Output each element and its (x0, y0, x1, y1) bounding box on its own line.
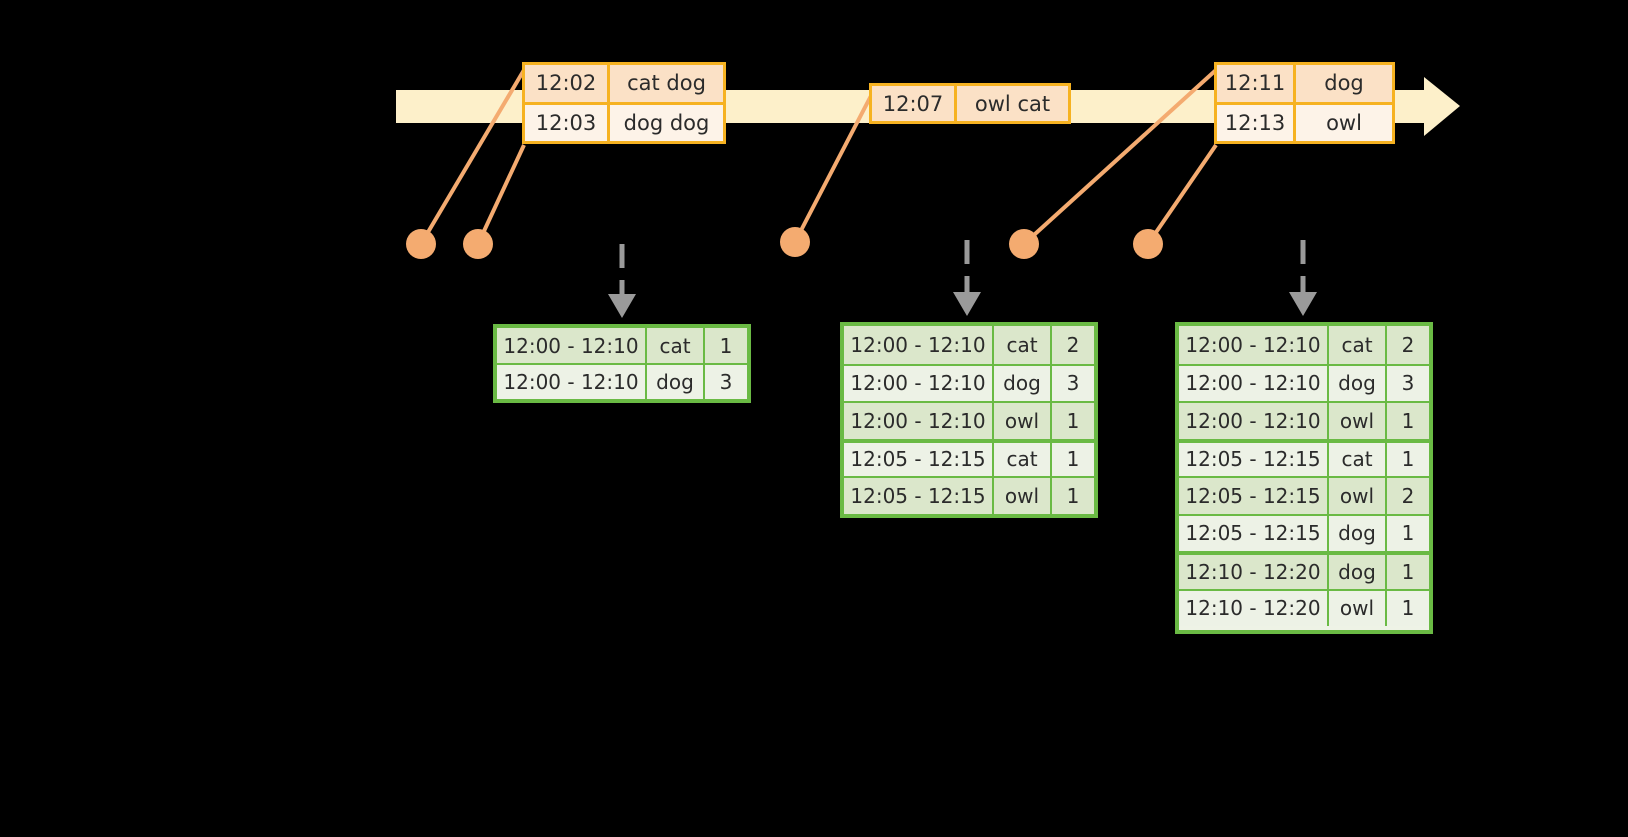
event-row[interactable]: 12:13 owl (1217, 101, 1392, 141)
count-cell: 3 (719, 370, 733, 395)
event-words: owl cat (974, 91, 1051, 116)
event-dot-4 (1009, 229, 1039, 259)
window-cell: 12:05 - 12:15 (1179, 442, 1329, 476)
word-cell: cat (1329, 326, 1387, 364)
word-cell: cat (647, 328, 705, 364)
word-cell: owl (994, 403, 1052, 439)
count-cell: 1 (1401, 447, 1415, 472)
event-dot-1 (406, 229, 436, 259)
window-cell: 12:05 - 12:15 (1179, 478, 1329, 514)
table-row[interactable]: 12:00 - 12:10 cat 2 (844, 326, 1094, 364)
table-row[interactable]: 12:05 - 12:15 owl 2 (1179, 476, 1429, 514)
event-row[interactable]: 12:11 dog (1217, 65, 1392, 102)
window-cell: 12:00 - 12:10 (1179, 365, 1329, 401)
event-row[interactable]: 12:02 cat dog (525, 65, 723, 102)
table-row[interactable]: 12:00 - 12:10 dog 3 (497, 363, 747, 399)
word-cell: cat (1329, 442, 1387, 476)
dashed-arrow-3-head (1289, 292, 1317, 316)
window-cell: 12:05 - 12:15 (844, 442, 994, 476)
window-cell: 12:00 - 12:10 (1179, 403, 1329, 439)
count-cell: 1 (1401, 408, 1415, 433)
window-cell: 12:10 - 12:20 (1179, 555, 1329, 589)
event-time: 12:07 (872, 86, 957, 121)
word-cell: dog (1329, 515, 1387, 551)
event-words: dog (1324, 71, 1364, 96)
count-cell: 2 (1066, 332, 1080, 357)
event-dot-2 (463, 229, 493, 259)
word-cell: cat (994, 326, 1052, 364)
window-cell: 12:00 - 12:10 (1179, 326, 1329, 364)
word-cell: owl (1329, 403, 1387, 439)
count-cell: 1 (1066, 408, 1080, 433)
word-cell: dog (994, 365, 1052, 401)
count-cell: 1 (1401, 521, 1415, 546)
event-dot-5 (1133, 229, 1163, 259)
window-cell: 12:00 - 12:10 (844, 403, 994, 439)
event-words: cat dog (627, 71, 706, 96)
window-cell: 12:10 - 12:20 (1179, 590, 1329, 626)
table-row[interactable]: 12:10 - 12:20 dog 1 (1179, 551, 1429, 589)
event-row[interactable]: 12:03 dog dog (525, 101, 723, 141)
table-row[interactable]: 12:05 - 12:15 cat 1 (844, 438, 1094, 476)
dashed-arrow-2-head (953, 292, 981, 316)
event-words: owl (1326, 110, 1362, 135)
table-row[interactable]: 12:00 - 12:10 dog 3 (844, 363, 1094, 401)
count-cell: 1 (1066, 447, 1080, 472)
count-cell: 1 (1401, 596, 1415, 621)
word-cell: owl (1329, 478, 1387, 514)
table-row[interactable]: 12:00 - 12:10 dog 3 (1179, 363, 1429, 401)
connector-line-2 (476, 144, 526, 245)
word-cell: cat (994, 442, 1052, 476)
result-table-3[interactable]: 12:00 - 12:10 cat 2 12:00 - 12:10 dog 3 … (1175, 322, 1433, 634)
result-table-1[interactable]: 12:00 - 12:10 cat 1 12:00 - 12:10 dog 3 (493, 324, 751, 403)
window-cell: 12:00 - 12:10 (844, 326, 994, 364)
word-cell: owl (1329, 590, 1387, 626)
window-cell: 12:05 - 12:15 (1179, 515, 1329, 551)
table-row[interactable]: 12:10 - 12:20 owl 1 (1179, 588, 1429, 626)
event-dot-3 (780, 227, 810, 257)
table-row[interactable]: 12:05 - 12:15 cat 1 (1179, 438, 1429, 476)
event-time: 12:11 (1217, 65, 1296, 102)
event-box-group-3[interactable]: 12:11 dog 12:13 owl (1214, 62, 1395, 144)
word-cell: owl (994, 478, 1052, 514)
window-cell: 12:00 - 12:10 (497, 328, 647, 364)
word-cell: dog (647, 365, 705, 399)
table-row[interactable]: 12:00 - 12:10 owl 1 (844, 401, 1094, 439)
table-row[interactable]: 12:00 - 12:10 cat 1 (497, 328, 747, 364)
table-row[interactable]: 12:00 - 12:10 cat 2 (1179, 326, 1429, 364)
event-time: 12:02 (525, 65, 610, 102)
word-cell: dog (1329, 365, 1387, 401)
count-cell: 2 (1401, 483, 1415, 508)
count-cell: 1 (719, 333, 733, 358)
event-time: 12:03 (525, 104, 610, 141)
window-cell: 12:05 - 12:15 (844, 478, 994, 514)
window-cell: 12:00 - 12:10 (497, 365, 647, 399)
count-cell: 1 (1066, 483, 1080, 508)
table-row[interactable]: 12:00 - 12:10 owl 1 (1179, 401, 1429, 439)
result-table-2[interactable]: 12:00 - 12:10 cat 2 12:00 - 12:10 dog 3 … (840, 322, 1098, 518)
event-box-group-2[interactable]: 12:07 owl cat (869, 83, 1071, 124)
event-row[interactable]: 12:07 owl cat (872, 86, 1068, 121)
table-row[interactable]: 12:05 - 12:15 owl 1 (844, 476, 1094, 514)
count-cell: 2 (1401, 332, 1415, 357)
window-cell: 12:00 - 12:10 (844, 365, 994, 401)
event-time: 12:13 (1217, 104, 1296, 141)
word-cell: dog (1329, 555, 1387, 589)
count-cell: 3 (1401, 371, 1415, 396)
event-box-group-1[interactable]: 12:02 cat dog 12:03 dog dog (522, 62, 726, 144)
count-cell: 3 (1066, 371, 1080, 396)
event-words: dog dog (623, 110, 710, 135)
dashed-arrow-1-head (608, 294, 636, 318)
connector-line-5 (1146, 143, 1218, 246)
count-cell: 1 (1401, 559, 1415, 584)
table-row[interactable]: 12:05 - 12:15 dog 1 (1179, 513, 1429, 551)
